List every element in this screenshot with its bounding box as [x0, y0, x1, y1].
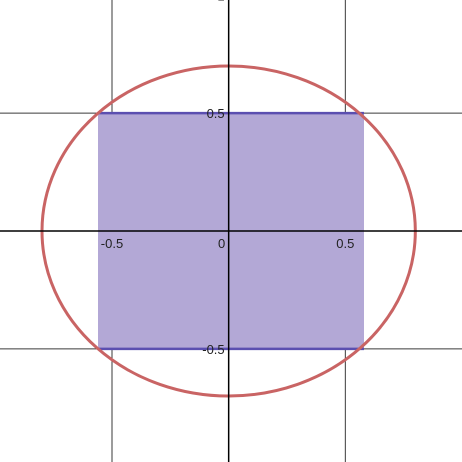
- y-tick-label: 1: [217, 0, 224, 3]
- tick-labels: -0.5 0 0.5 1 0.5 -0.5 1: [101, 0, 355, 462]
- x-tick-label: 0: [218, 236, 225, 251]
- x-tick-label: 0.5: [336, 236, 354, 251]
- x-tick-label: -0.5: [101, 236, 123, 251]
- y-tick-label: 1: [217, 460, 224, 462]
- y-tick-label: 0.5: [207, 106, 225, 121]
- y-tick-label: -0.5: [202, 342, 224, 357]
